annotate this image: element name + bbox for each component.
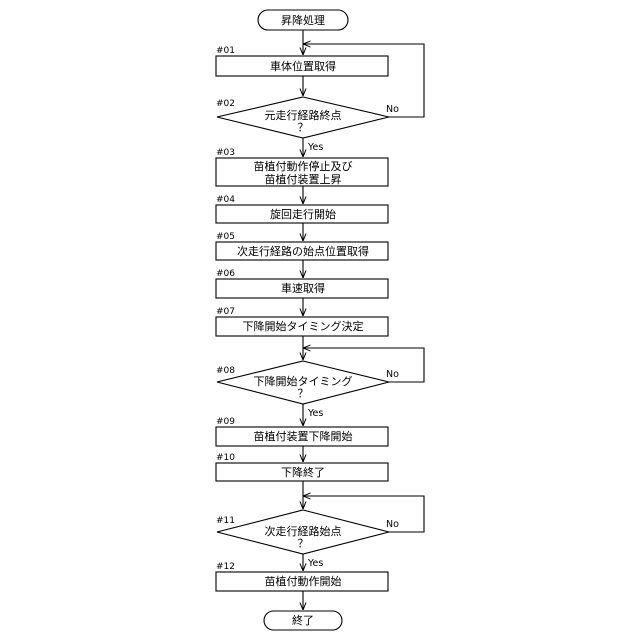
step-07: #07 下降開始タイミング決定 [216,307,388,336]
decision-question-mark: ？ [298,121,309,134]
step-id: #02 [216,99,235,109]
start-terminal: 昇降処理 [258,10,348,30]
process-label: 次走行経路の始点位置取得 [237,244,369,258]
process-label: 旋回走行開始 [270,207,336,221]
step-id: #12 [216,562,235,572]
step-id: #09 [216,417,235,427]
no-label: No [386,104,399,115]
process-label: 下降開始タイミング決定 [243,319,364,333]
step-12: #12 苗植付動作開始 [216,562,388,591]
step-05: #05 次走行経路の始点位置取得 [216,232,388,260]
step-10: #10 下降終了 [216,453,388,481]
yes-label: Yes [307,142,323,153]
step-06: #06 車速取得 [216,269,388,298]
step-id: #10 [216,453,235,463]
process-label-line1: 苗植付動作停止及び [254,159,353,173]
process-label: 苗植付動作開始 [265,574,342,588]
end-label: 終了 [292,613,314,627]
step-09: #09 苗植付装置下降開始 [216,417,388,446]
process-label-line2: 苗植付装置上昇 [265,172,342,186]
decision-label: 下降開始タイミング [254,374,353,388]
step-01: #01 車体位置取得 [216,46,388,76]
step-id: #03 [216,148,235,158]
no-label: No [386,519,399,530]
process-label: 車速取得 [281,281,325,295]
step-id: #06 [216,269,235,279]
step-id: #04 [216,195,235,205]
process-label: 下降終了 [281,465,325,479]
yes-label: Yes [307,408,323,419]
step-id: #01 [216,46,235,56]
process-label: 苗植付装置下降開始 [254,429,353,443]
no-label: No [386,369,399,380]
yes-label: Yes [307,558,323,569]
step-id: #07 [216,307,235,317]
decision-question-mark: ？ [298,387,309,400]
step-11-decision: #11 次走行経路始点 ？ Yes No [216,510,399,569]
step-03: #03 苗植付動作停止及び 苗植付装置上昇 [216,148,388,186]
process-label: 車体位置取得 [270,59,336,73]
step-02-decision: #02 元走行経路終点 ？ Yes No [216,97,399,153]
start-label: 昇降処理 [281,13,325,27]
decision-label: 次走行経路始点 [265,524,342,538]
step-id: #11 [216,516,235,526]
decision-label: 元走行経路終点 [265,108,342,122]
step-04: #04 旋回走行開始 [216,195,388,223]
step-id: #08 [216,366,235,376]
step-08-decision: #08 下降開始タイミング ？ Yes No [216,361,399,419]
step-id: #05 [216,232,235,242]
end-terminal: 終了 [264,611,342,630]
decision-question-mark: ？ [298,537,309,550]
